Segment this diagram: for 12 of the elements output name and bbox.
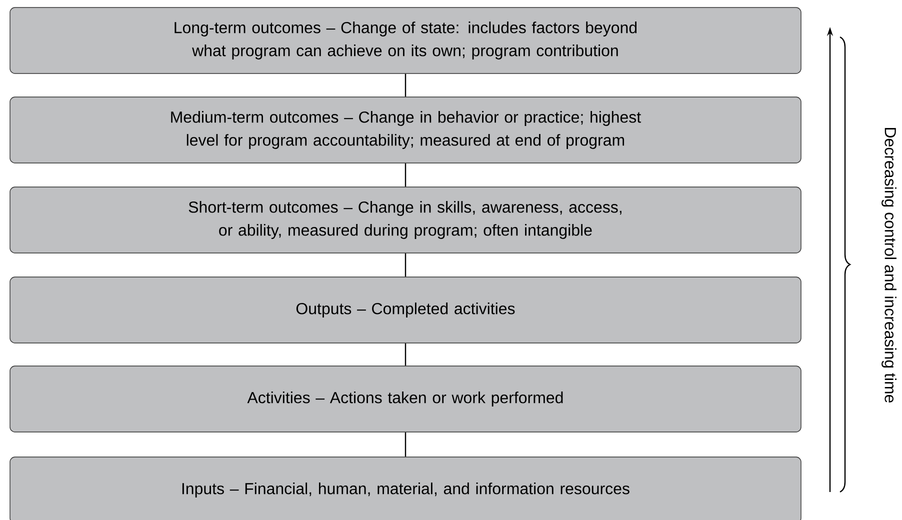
outcome-box: Activities – Actions taken or work performed: [10, 366, 802, 432]
connector-line: [404, 432, 406, 457]
outcome-box: Medium-term outcomes – Change in behavior or practice; highest level for program accountability; measured at end of program: [10, 96, 802, 164]
axis-label: Decreasing control and increasing time: [882, 128, 896, 403]
connector-line: [404, 74, 406, 97]
outcome-box: Outputs – Completed activities: [10, 276, 802, 344]
outcome-box: Inputs – Financial, human, material, and information resources: [10, 456, 802, 520]
outcome-box: Long-term outcomes – Change of state: includes factors beyond what program can achieve on its own; program contribution: [10, 7, 802, 74]
outcome-box: Short-term outcomes – Change in skills, awareness, access, or ability, measured during program; often intangible: [10, 186, 802, 254]
connector-line: [404, 163, 406, 187]
connector-line: [404, 343, 406, 366]
connector-line: [404, 253, 406, 277]
